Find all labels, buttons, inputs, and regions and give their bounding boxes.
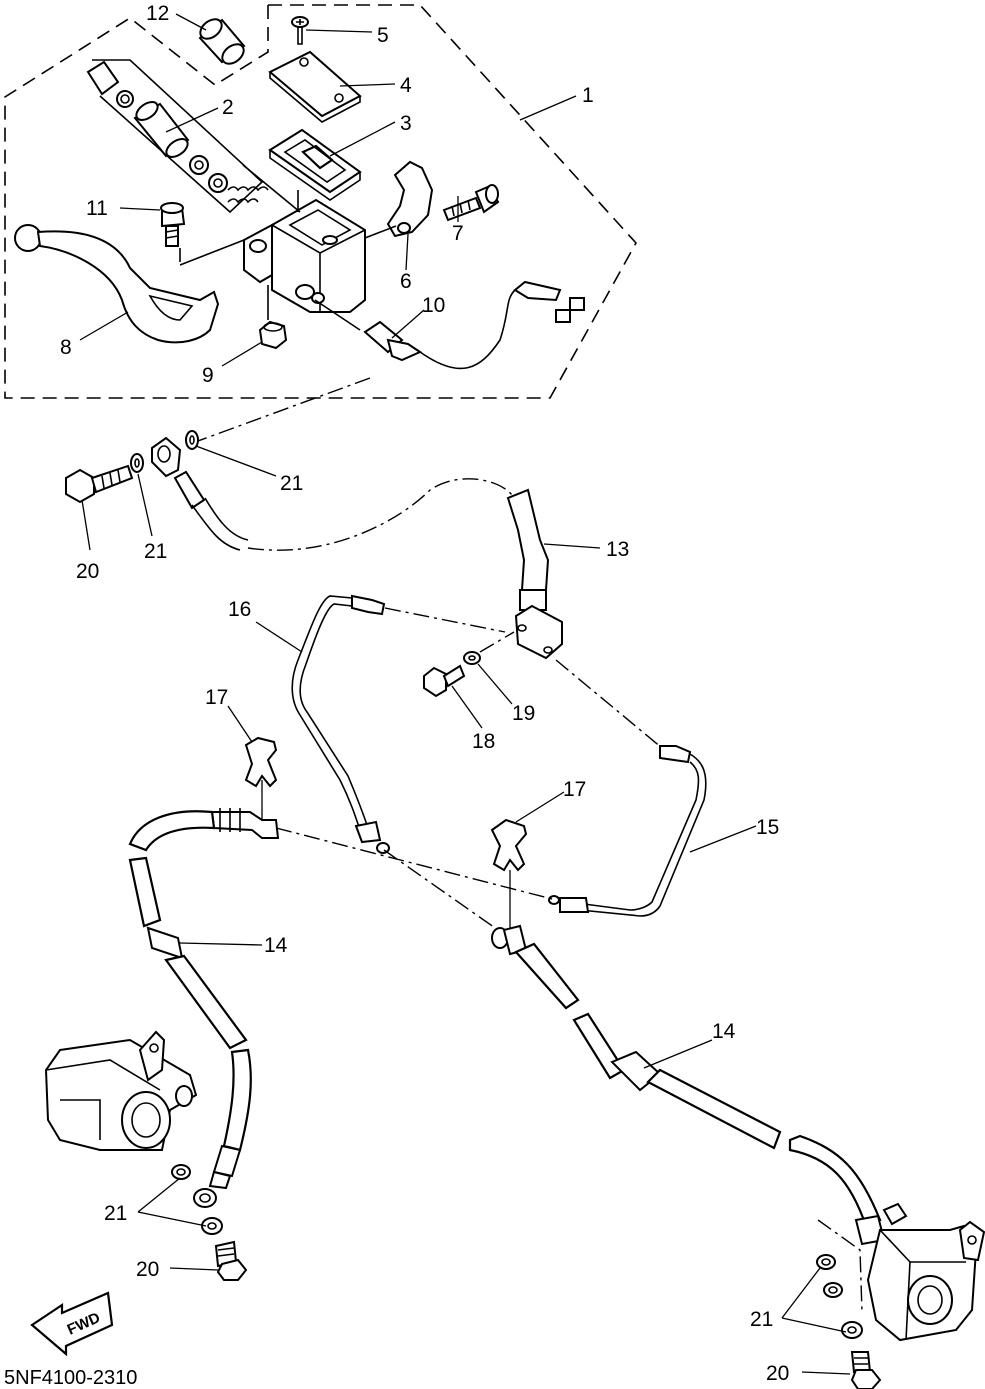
leader-lines xyxy=(79,13,851,1375)
screw-part xyxy=(291,16,309,45)
boot-part xyxy=(198,18,246,65)
upper-union-bolt-part xyxy=(65,430,199,504)
hose-clip-left-part xyxy=(244,736,278,820)
label-part-8: 8 xyxy=(60,336,72,359)
fwd-label: FWD xyxy=(65,1309,103,1338)
label-part-12: 12 xyxy=(146,2,169,25)
reservoir-cap-part xyxy=(268,50,362,123)
label-part-14-right: 14 xyxy=(712,1020,736,1043)
brake-hose-left-part xyxy=(128,808,557,1208)
lower-union-bolt-left xyxy=(214,1240,248,1281)
label-part-16: 16 xyxy=(228,598,251,621)
brake-switch-part xyxy=(314,280,585,370)
pivot-bolt-part xyxy=(160,202,186,262)
label-part-14-left: 14 xyxy=(264,934,288,957)
label-part-21-right: 21 xyxy=(750,1308,773,1331)
diagram-code: 5NF4100-2310 xyxy=(4,1367,137,1389)
label-part-1: 1 xyxy=(582,84,594,107)
assembly-boundary xyxy=(4,4,637,446)
label-part-21-left: 21 xyxy=(104,1202,127,1225)
hose-clip-right-part xyxy=(490,818,528,930)
pivot-nut-part xyxy=(258,285,288,350)
diaphragm-part xyxy=(268,128,362,201)
brake-pipe-left-part xyxy=(291,594,506,854)
label-part-21-washer: 21 xyxy=(144,540,167,563)
label-part-2: 2 xyxy=(222,96,234,119)
holder-bolt-part xyxy=(442,184,500,222)
brake-lever-part xyxy=(14,224,220,344)
master-cylinder-body-part xyxy=(179,164,366,313)
lower-union-bolt-right xyxy=(850,1351,882,1389)
label-part-9: 9 xyxy=(202,364,214,387)
label-part-20-left: 20 xyxy=(136,1258,159,1281)
label-part-11: 11 xyxy=(86,197,108,220)
joint-bolt-part xyxy=(423,631,515,698)
piston-kit-part xyxy=(86,59,269,214)
front-caliper-right xyxy=(816,1202,985,1342)
upper-brake-hose-part xyxy=(151,436,563,660)
label-part-13: 13 xyxy=(606,538,629,561)
label-part-17-right: 17 xyxy=(563,778,586,801)
label-part-4: 4 xyxy=(400,74,412,97)
label-part-19: 19 xyxy=(512,702,535,725)
label-part-7: 7 xyxy=(452,222,464,245)
label-part-5: 5 xyxy=(377,24,389,47)
holder-part xyxy=(364,160,434,239)
front-caliper-left xyxy=(44,1030,223,1235)
label-part-20-right: 20 xyxy=(766,1362,789,1385)
label-part-3: 3 xyxy=(400,112,412,135)
label-part-6: 6 xyxy=(400,270,412,293)
label-part-21-top: 21 xyxy=(280,472,303,495)
brake-pipe-right-part xyxy=(548,659,707,917)
label-part-18: 18 xyxy=(472,730,495,753)
label-part-15: 15 xyxy=(756,816,779,839)
forward-direction-arrow-icon: FWD xyxy=(30,1291,114,1357)
label-part-20-top: 20 xyxy=(76,560,99,583)
label-part-10: 10 xyxy=(422,294,445,317)
part-labels: 12 5 4 1 2 3 11 7 6 10 8 9 21 21 20 13 1… xyxy=(60,2,789,1385)
brake-hose-right-part xyxy=(383,849,886,1246)
label-part-17-left: 17 xyxy=(205,686,228,709)
